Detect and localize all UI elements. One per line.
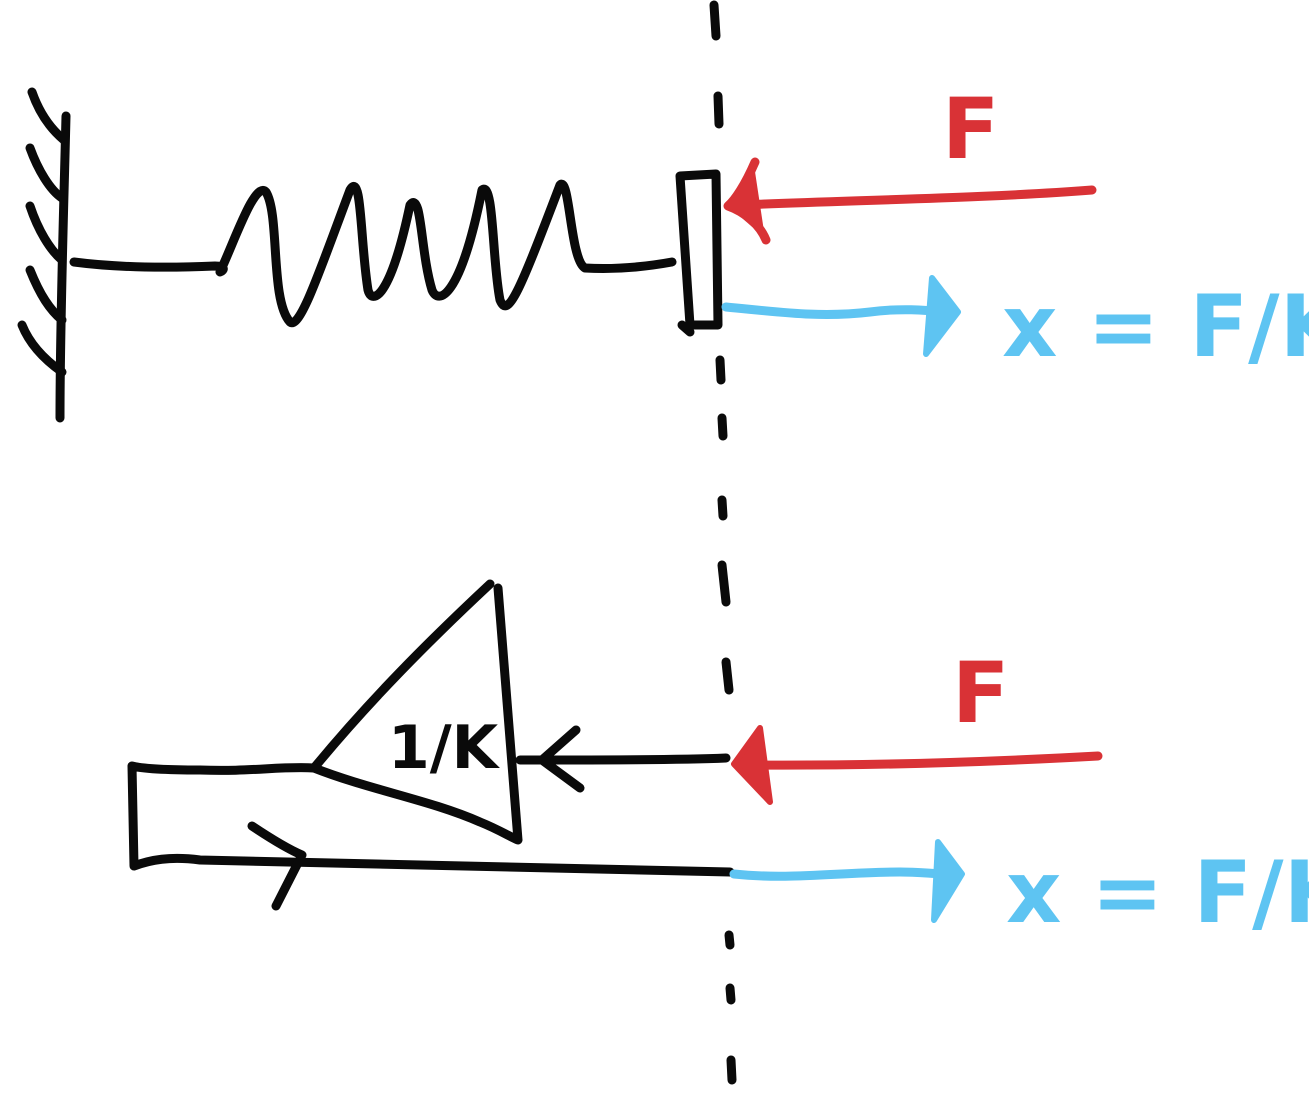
gain-block-triangle — [309, 579, 523, 845]
force-label-top: F — [942, 80, 999, 178]
fixed-wall — [17, 87, 71, 423]
spring — [69, 179, 677, 328]
feedback-loop-line — [127, 761, 735, 877]
displacement-arrow-top — [721, 275, 961, 357]
input-signal-line — [515, 753, 731, 765]
force-label-bottom: F — [952, 644, 1009, 742]
force-arrow-top — [723, 157, 1097, 245]
block-diagram: 1/K F x = F/K — [127, 579, 1309, 943]
reference-dashed-line — [709, 0, 737, 1085]
force-arrow-bottom — [731, 725, 1103, 805]
displacement-arrow-bottom — [729, 839, 965, 923]
displacement-label-top: x = F/K — [1002, 277, 1309, 377]
displacement-label-bottom: x = F/K — [1006, 843, 1309, 943]
input-signal-chevron — [537, 725, 585, 793]
spring-mass-system: F x = F/K — [17, 80, 1309, 423]
gain-label: 1/K — [388, 713, 501, 783]
mass-block — [675, 169, 723, 337]
feedback-loop-chevron — [247, 821, 307, 911]
